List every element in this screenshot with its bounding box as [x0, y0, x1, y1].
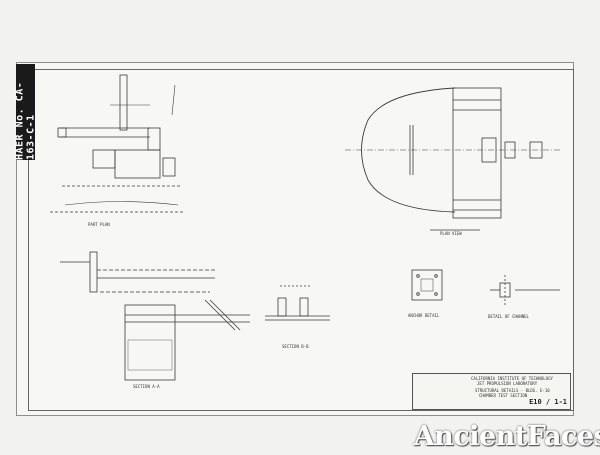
view-labels: PART PLAN PLAN VIEW SECTION A-A SECTION …	[88, 222, 530, 389]
title-line-1: STRUCTURAL DETAILS - BLDG. E-10	[475, 388, 550, 393]
section-bb-drawing	[265, 285, 330, 321]
part-plan-label: PART PLAN	[88, 222, 110, 227]
drawing-sheet	[16, 62, 574, 416]
section-aa-label: SECTION A-A	[133, 384, 160, 389]
anchor-detail-drawing	[411, 269, 443, 301]
sheet-number: E10 / 1-1	[529, 398, 567, 406]
plan-view-label: PLAN VIEW	[440, 231, 462, 236]
channel-detail-label: DETAIL OF CHANNEL	[488, 314, 530, 319]
lab-text: JET PROPULSION LABORATORY	[477, 381, 538, 386]
section-bb-label: SECTION B-B	[282, 344, 309, 349]
institution-text: CALIFORNIA INSTITUTE OF TECHNOLOGY	[471, 376, 553, 381]
part-plan-drawing	[50, 74, 185, 213]
title-line-2: CHAMBER TEST SECTION	[479, 393, 528, 398]
drawing-border	[28, 69, 574, 411]
title-block: CALIFORNIA INSTITUTE OF TECHNOLOGY JET P…	[412, 373, 571, 410]
plan-view-drawing	[345, 87, 560, 231]
anchor-detail-label: ANCHOR DETAIL	[408, 313, 440, 318]
ancientfaces-watermark: AncientFaces	[413, 420, 600, 452]
section-aa-drawing	[60, 251, 250, 381]
channel-detail-drawing	[490, 275, 560, 305]
